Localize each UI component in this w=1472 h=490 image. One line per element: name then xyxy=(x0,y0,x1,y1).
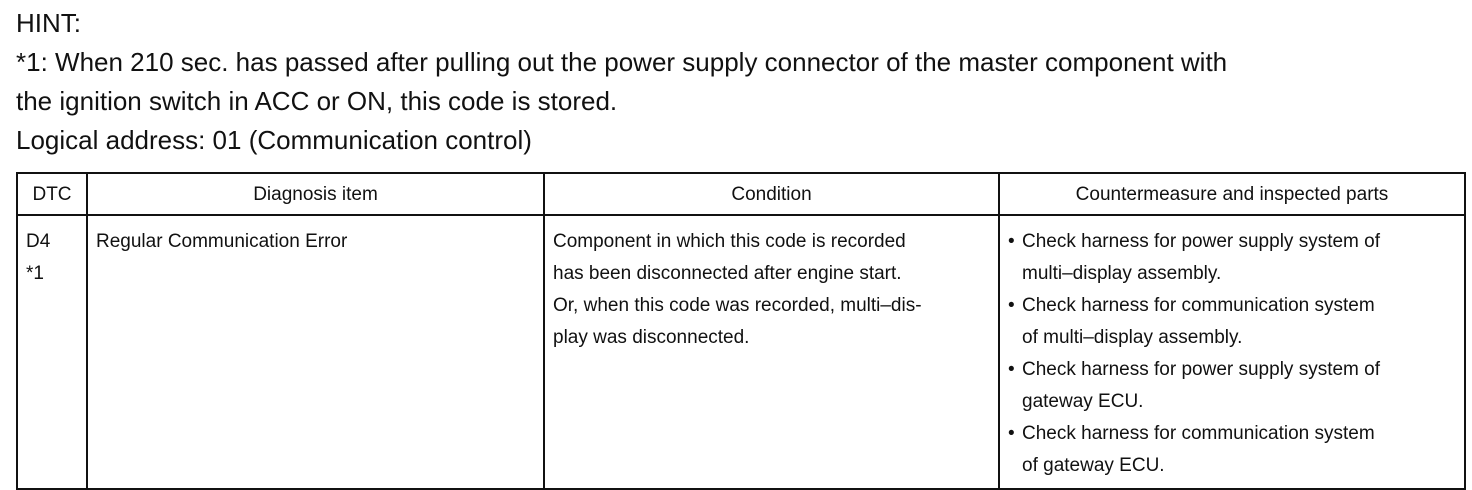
countermeasure-line: Check harness for communication system xyxy=(1022,423,1375,444)
cell-countermeasure: • Check harness for power supply system … xyxy=(998,214,1466,490)
hint-heading: HINT: xyxy=(16,8,81,38)
bullet-icon: • xyxy=(1008,231,1015,252)
cell-diagnosis-item: Regular Communication Error xyxy=(86,214,545,490)
cell-condition: Component in which this code is recorded… xyxy=(543,214,1000,490)
condition-line: has been disconnected after engine start… xyxy=(553,263,902,284)
list-item: • Check harness for power supply system … xyxy=(1008,226,1456,290)
header-diagnosis-item: Diagnosis item xyxy=(86,172,545,216)
condition-line: Or, when this code was recorded, multi–d… xyxy=(553,295,922,316)
countermeasure-line: of multi–display assembly. xyxy=(1022,327,1243,348)
dtc-table: DTC Diagnosis item Condition Countermeas… xyxy=(16,172,1466,490)
hint-section: HINT: *1: When 210 sec. has passed after… xyxy=(16,4,1466,160)
list-item: • Check harness for communication system… xyxy=(1008,418,1456,482)
countermeasure-line: Check harness for communication system xyxy=(1022,295,1375,316)
bullet-icon: • xyxy=(1008,295,1015,316)
countermeasure-list: • Check harness for power supply system … xyxy=(1008,226,1456,482)
hint-note-line-1: *1: When 210 sec. has passed after pulli… xyxy=(16,47,1228,77)
countermeasure-line: gateway ECU. xyxy=(1022,391,1144,412)
condition-line: play was disconnected. xyxy=(553,327,750,348)
condition-line: Component in which this code is recorded xyxy=(553,231,906,252)
header-countermeasure: Countermeasure and inspected parts xyxy=(998,172,1466,216)
dtc-note-ref: *1 xyxy=(26,263,44,284)
logical-address: Logical address: 01 (Communication contr… xyxy=(16,125,532,155)
diagnosis-item-text: Regular Communication Error xyxy=(96,231,348,252)
cell-dtc: D4 *1 xyxy=(16,214,88,490)
header-condition: Condition xyxy=(543,172,1000,216)
list-item: • Check harness for power supply system … xyxy=(1008,354,1456,418)
countermeasure-line: Check harness for power supply system of xyxy=(1022,231,1380,252)
table-row: D4 *1 Regular Communication Error Compon… xyxy=(16,214,1466,490)
bullet-icon: • xyxy=(1008,359,1015,380)
header-dtc: DTC xyxy=(16,172,88,216)
countermeasure-line: Check harness for power supply system of xyxy=(1022,359,1380,380)
countermeasure-line: multi–display assembly. xyxy=(1022,263,1222,284)
countermeasure-line: of gateway ECU. xyxy=(1022,455,1165,476)
list-item: • Check harness for communication system… xyxy=(1008,290,1456,354)
bullet-icon: • xyxy=(1008,423,1015,444)
table-header-row: DTC Diagnosis item Condition Countermeas… xyxy=(16,172,1466,216)
dtc-code: D4 xyxy=(26,231,51,252)
hint-note-line-2: the ignition switch in ACC or ON, this c… xyxy=(16,86,618,116)
